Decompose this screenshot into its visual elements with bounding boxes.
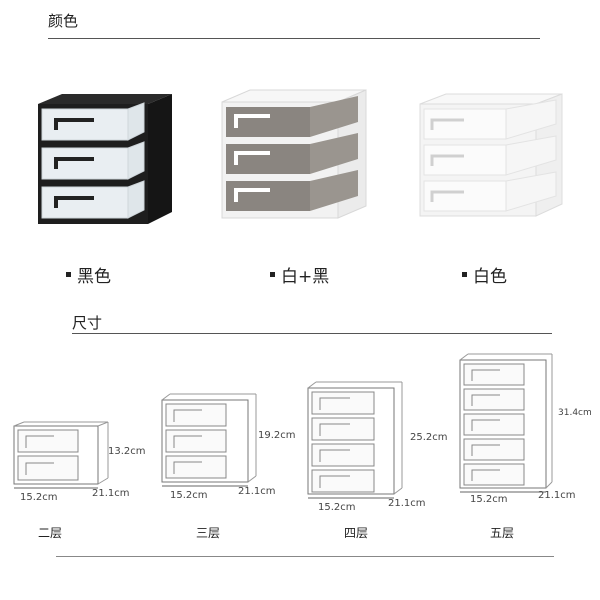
- bottom-divider: [56, 556, 554, 557]
- drawer: [165, 429, 227, 453]
- color-section-title: 颜色: [48, 12, 79, 30]
- drawer: [17, 429, 79, 453]
- drawer: [423, 135, 557, 176]
- depth-label: 21.1cm: [238, 486, 276, 497]
- cabinet-top: [38, 94, 172, 104]
- drawer: [463, 363, 525, 386]
- product-image-white[interactable]: [416, 92, 566, 222]
- drawer: [17, 455, 79, 481]
- depth-label: 21.1cm: [388, 498, 426, 509]
- product-image-black[interactable]: [36, 92, 176, 232]
- width-label: 15.2cm: [20, 492, 58, 503]
- size-diagram-4-tier: [307, 381, 403, 499]
- depth-label: 21.1cm: [92, 488, 130, 499]
- drawer: [226, 133, 358, 174]
- color-option-black[interactable]: 黑色: [66, 262, 111, 287]
- drawer: [41, 102, 145, 141]
- tier-label: 三层: [196, 526, 221, 540]
- drawer: [311, 443, 375, 467]
- drawer: [165, 403, 227, 427]
- height-label: 25.2cm: [410, 432, 448, 443]
- tier-label: 五层: [490, 526, 515, 540]
- color-option-label: 白+黑: [281, 267, 330, 287]
- drawer: [311, 417, 375, 441]
- drawer: [423, 171, 557, 212]
- drawer: [311, 469, 375, 493]
- size-diagram-5-tier: [459, 353, 553, 493]
- size-section-title: 尺寸: [72, 314, 103, 332]
- height-label: 13.2cm: [108, 446, 146, 457]
- width-label: 15.2cm: [470, 494, 508, 505]
- color-option-white[interactable]: 白色: [462, 262, 507, 287]
- color-section-divider: [48, 38, 540, 39]
- drawer: [41, 141, 145, 180]
- size-diagram-2-tier: [13, 421, 109, 489]
- size-diagram-3-tier: [161, 393, 257, 487]
- drawer: [165, 455, 227, 479]
- drawer: [423, 99, 557, 140]
- drawer: [226, 170, 358, 211]
- tier-label: 四层: [344, 526, 369, 540]
- tier-label: 二层: [38, 526, 63, 540]
- width-label: 15.2cm: [170, 490, 208, 501]
- color-option-label: 黑色: [77, 267, 111, 287]
- height-label: 31.4cm: [558, 408, 592, 418]
- bullet-icon: [270, 272, 275, 277]
- drawer: [226, 96, 358, 137]
- drawer: [463, 413, 525, 436]
- width-label: 15.2cm: [318, 502, 356, 513]
- bullet-icon: [462, 272, 467, 277]
- depth-label: 21.1cm: [538, 490, 576, 501]
- drawer: [41, 180, 145, 219]
- drawer: [463, 388, 525, 411]
- bullet-icon: [66, 272, 71, 277]
- cabinet-side: [148, 94, 172, 224]
- product-image-white-black[interactable]: [218, 88, 368, 228]
- color-option-label: 白色: [473, 267, 507, 287]
- drawer: [463, 463, 525, 486]
- size-section-divider: [72, 333, 552, 334]
- drawer: [463, 438, 525, 461]
- height-label: 19.2cm: [258, 430, 296, 441]
- drawer: [311, 391, 375, 415]
- color-option-white-black[interactable]: 白+黑: [270, 262, 329, 287]
